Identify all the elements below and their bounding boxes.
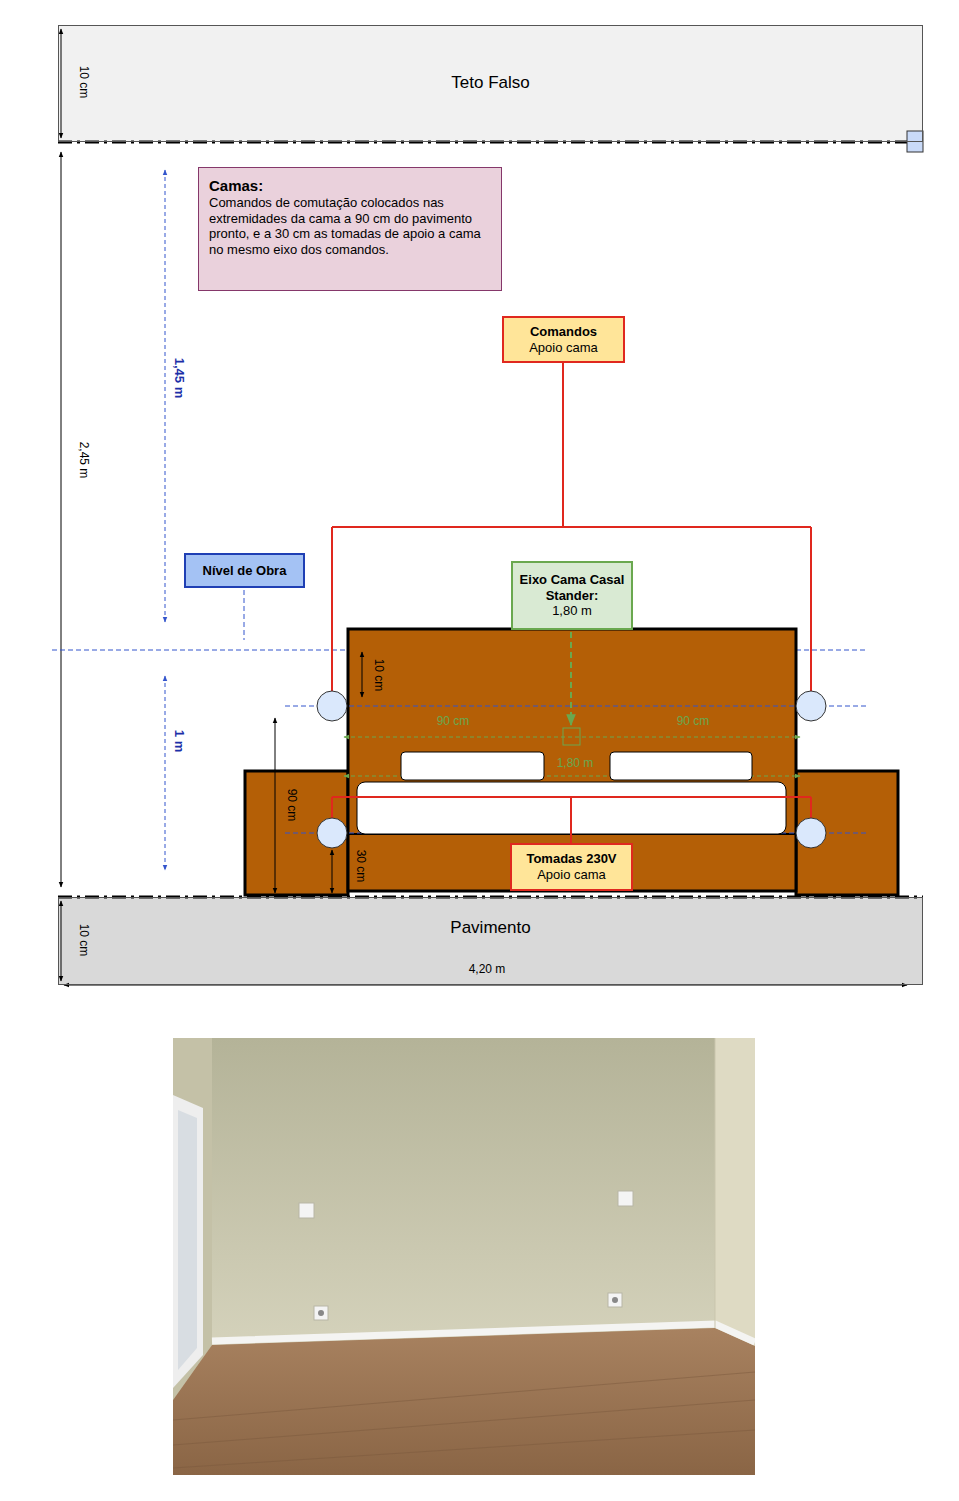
- dimension-line: [61, 152, 62, 887]
- socket-wire: [332, 797, 811, 843]
- box-body: Comandos de comutação colocados nas extr…: [209, 195, 491, 257]
- socket-symbol: [796, 818, 826, 848]
- dimension-label: 4,20 m: [469, 963, 506, 976]
- box-body: Apoio cama: [515, 867, 628, 883]
- wall-socket: [314, 1306, 328, 1320]
- right-wall: [715, 1038, 755, 1346]
- leader-line: [244, 590, 245, 640]
- wood-floor: [173, 1328, 755, 1475]
- dimension-label: 10 cm: [371, 659, 384, 692]
- room-photo: [173, 1038, 755, 1475]
- dimension-line: [332, 850, 333, 893]
- bands: [58, 25, 923, 985]
- dimension-line: [61, 901, 62, 981]
- ceiling-band: Teto Falso: [58, 25, 923, 142]
- wall-corner: [715, 1038, 716, 1328]
- headboard: [348, 629, 796, 891]
- dimension-label: 1,45 m: [172, 358, 186, 398]
- box-heading: Nível de Obra: [189, 563, 300, 579]
- floor-fill: [58, 897, 923, 985]
- dimension-lines: [52, 29, 923, 985]
- dimension-label: 90 cm: [437, 715, 470, 728]
- bed-illustration: [245, 363, 898, 895]
- floor-planks: [173, 1372, 755, 1468]
- box-body: Apoio cama: [507, 340, 620, 356]
- pillow: [401, 752, 544, 780]
- dimension-line: [61, 29, 62, 138]
- window-frame: [173, 1095, 203, 1388]
- wall-socket: [608, 1293, 622, 1307]
- dimension-line: [344, 737, 800, 738]
- dimension-label: 1 m: [172, 730, 186, 752]
- switch-symbol: [317, 691, 347, 721]
- socket-hole: [612, 1297, 618, 1303]
- label-box: Tomadas 230VApoio cama: [510, 843, 633, 891]
- bed-base: [348, 834, 796, 891]
- label-box: ComandosApoio cama: [502, 316, 625, 363]
- dash-dot-line: [58, 141, 907, 144]
- back-wall: [173, 1038, 755, 1475]
- socket-symbol: [317, 818, 347, 848]
- dimension-label: 10 cm: [76, 66, 89, 99]
- left-wall: [173, 1038, 212, 1400]
- axis-marker: [563, 728, 580, 745]
- dimension-label: 30 cm: [353, 850, 366, 883]
- dimension-label: 10 cm: [76, 924, 89, 957]
- ceiling-fill: [58, 25, 923, 142]
- dimension-label: 90 cm: [284, 789, 297, 822]
- level-box: Nível de Obra: [184, 553, 305, 588]
- note-box: Camas:Comandos de comutação colocados na…: [198, 167, 502, 291]
- box-heading: Pavimento: [63, 918, 918, 938]
- switch-axis-line: [285, 706, 868, 707]
- wall-switch: [618, 1191, 633, 1206]
- dimension-label: 90 cm: [677, 715, 710, 728]
- baseboard: [212, 1324, 755, 1342]
- switch-symbol: [796, 691, 826, 721]
- axis-box: Eixo Cama Casal Stander:1,80 m: [511, 561, 633, 630]
- dimension-line: [165, 170, 166, 622]
- dimension-label: 1,80 m: [557, 757, 594, 770]
- dimension-line: [165, 676, 166, 870]
- wall-switch: [299, 1203, 314, 1218]
- box-heading: Tomadas 230V: [515, 851, 628, 867]
- box-heading: Teto Falso: [63, 73, 918, 93]
- box-heading: Camas:: [209, 177, 491, 195]
- socket-hole: [318, 1310, 324, 1316]
- dimension-label: 2,45 m: [76, 442, 89, 479]
- pillow: [610, 752, 752, 780]
- dimension-line: [362, 652, 363, 697]
- window-glass: [178, 1110, 197, 1370]
- switch-wire: [332, 363, 811, 691]
- box-heading: Comandos: [507, 324, 620, 340]
- box-heading: Eixo Cama Casal Stander:: [517, 572, 627, 603]
- dimension-line: [275, 718, 276, 893]
- axis-arrow: [570, 632, 572, 725]
- box-body: 1,80 m: [517, 603, 627, 619]
